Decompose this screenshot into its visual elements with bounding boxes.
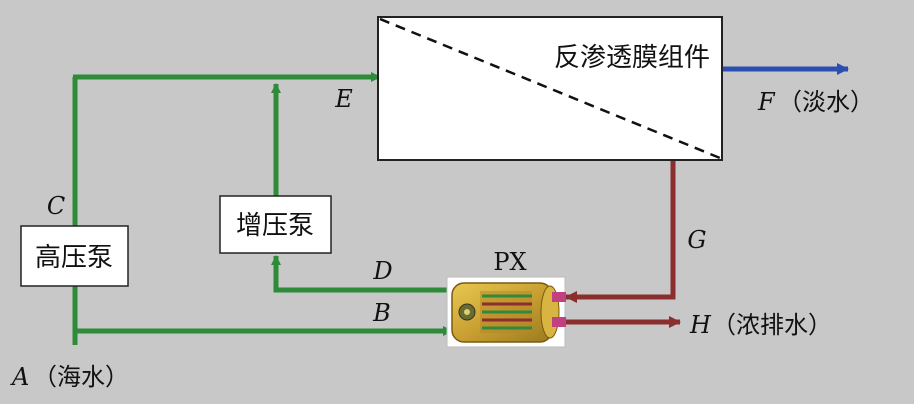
label-a-group: A （海水） <box>10 363 129 391</box>
high-pressure-pump: 高压泵 <box>20 225 129 287</box>
booster-pump: 增压泵 <box>219 195 332 254</box>
label-g: G <box>687 226 706 254</box>
line-g <box>565 160 676 303</box>
label-b: B <box>372 299 391 327</box>
label-h: H <box>689 311 712 339</box>
feed-lines <box>72 72 453 345</box>
label-f-text: （淡水） <box>778 88 874 116</box>
label-h-text: （浓排水） <box>712 311 832 339</box>
label-c: C <box>47 192 65 220</box>
membrane-dash-line <box>379 17 721 160</box>
label-a: A <box>10 363 29 391</box>
membrane-module: 反渗透膜组件 <box>377 16 723 161</box>
high-pressure-pump-label: 高压泵 <box>35 243 113 273</box>
label-f: F <box>757 88 776 116</box>
label-d: D <box>372 257 392 285</box>
label-h-group: H （浓排水） <box>689 311 832 339</box>
label-a-text: （海水） <box>33 363 129 391</box>
px-label: PX <box>493 248 526 276</box>
line-d <box>271 255 452 293</box>
px-device: PX <box>446 248 566 348</box>
brine-lines <box>558 160 681 328</box>
booster-pump-label: 增压泵 <box>236 211 314 241</box>
membrane-label: 反渗透膜组件 <box>554 43 710 73</box>
label-f-group: F （淡水） <box>757 88 874 116</box>
label-e: E <box>334 85 353 113</box>
